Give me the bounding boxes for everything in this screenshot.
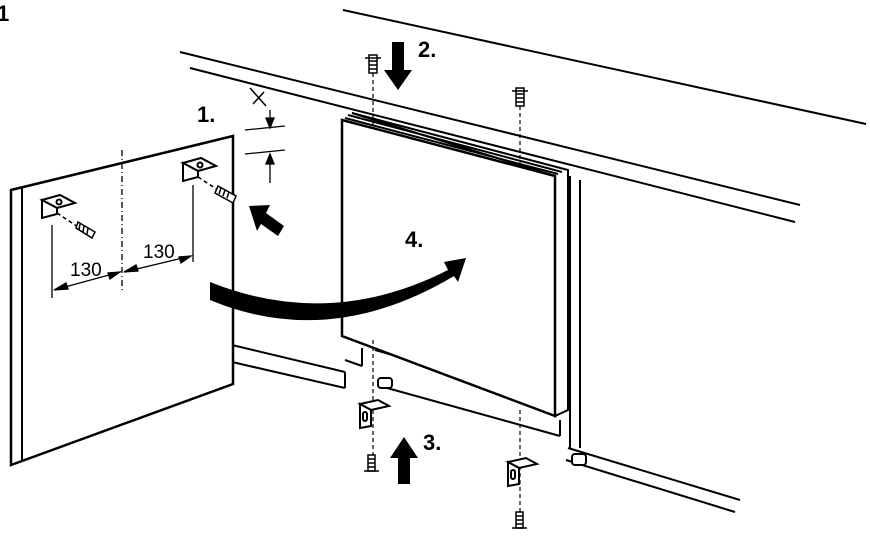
- dimension-right-label: 130: [143, 242, 175, 263]
- top-screw-right: [512, 87, 528, 165]
- step-3-label: 3.: [423, 430, 441, 455]
- bottom-bracket-left: [357, 398, 392, 430]
- appliance-feet: [377, 377, 587, 466]
- panel-bracket-right: [180, 156, 219, 183]
- offset-dimension: [244, 87, 286, 183]
- top-screw-left: [365, 54, 381, 128]
- bottom-screw-left: [364, 454, 379, 472]
- dimension-lines: [51, 185, 194, 298]
- bottom-screw-right: [512, 511, 527, 529]
- panel-screw-right: [197, 176, 237, 205]
- panel-screw-left: [56, 212, 96, 240]
- step-1-label: 1.: [197, 102, 215, 127]
- panel-bracket-left: [39, 193, 78, 220]
- furniture-panel: [9, 134, 235, 467]
- push-arrow-icon: [249, 205, 284, 236]
- swing-arrow-icon: [210, 258, 466, 321]
- up-arrow-icon: [390, 437, 418, 484]
- down-arrow-icon: [384, 42, 412, 90]
- dimension-left-label: 130: [70, 260, 102, 281]
- figure-number: 1: [0, 1, 9, 26]
- step-4-label: 4.: [405, 227, 423, 252]
- bottom-bracket-right: [505, 456, 540, 488]
- step-2-label: 2.: [418, 37, 436, 62]
- worktop-lines: [179, 9, 867, 223]
